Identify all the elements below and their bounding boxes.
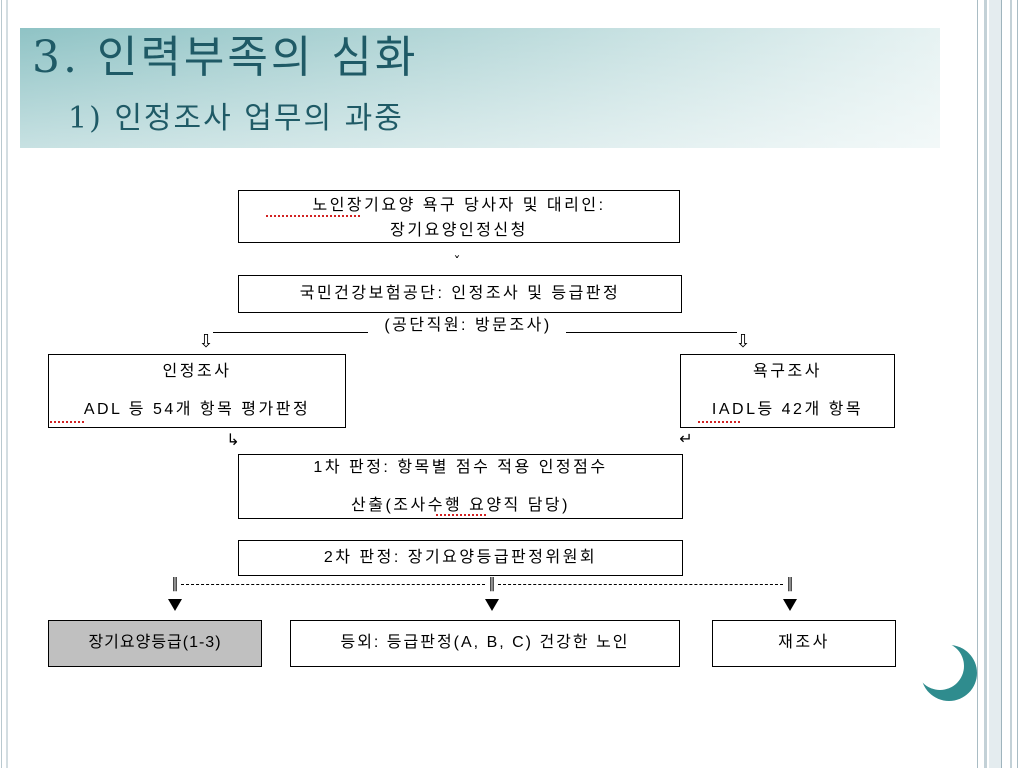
nhis-box: 국민건강보험공단: 인정조사 및 등급판정 [238, 275, 682, 313]
slide-title: 3. 인력부족의 심화 [32, 32, 419, 83]
right-frame-band [989, 0, 1001, 768]
certification-detail: ADL 등 54개 항목 평가판정 [83, 400, 311, 418]
spellcheck-underline [266, 215, 360, 217]
needs-title: 욕구조사 [753, 362, 822, 380]
first-judgment-box: 1차 판정: 항목별 점수 적용 인정점수 산출(조사수행 요양직 담당) [238, 454, 683, 519]
title-band: 3. 인력부족의 심화 1) 인정조사 업무의 과중 [20, 28, 940, 148]
outcome-reinvestigation-label: 재조사 [778, 634, 830, 651]
spellcheck-underline [50, 421, 84, 423]
merge-left-arrow-icon: ↳ [226, 430, 240, 449]
second-judgment-box: 2차 판정: 장기요양등급판정위원회 [238, 540, 683, 576]
right-frame-line [1017, 0, 1018, 768]
down-triangle-icon [168, 599, 182, 611]
down-arrow-left-icon: ⇩ [198, 331, 214, 352]
outcome-reinvestigation-box: 재조사 [712, 620, 896, 667]
right-frame-line [984, 0, 987, 768]
right-frame-line [1001, 0, 1002, 768]
outcome-grade-label: 장기요양등급(1-3) [88, 634, 222, 651]
small-down-arrow-icon: ˇ [453, 255, 461, 271]
spellcheck-underline [436, 514, 486, 516]
first-judgment-line-2: 산출(조사수행 요양직 담당) [351, 496, 570, 514]
needs-detail: IADL등 42개 항목 [711, 400, 864, 418]
outcome-ineligible-label: 등외: 등급판정(A, B, C) 건강한 노인 [340, 634, 630, 651]
split-mark-left: ‖ [171, 576, 179, 592]
left-frame-line [1, 0, 2, 768]
outcome-ineligible-box: 등외: 등급판정(A, B, C) 건강한 노인 [290, 620, 680, 667]
split-dashed-line-left [181, 584, 485, 585]
first-judgment-line-1: 1차 판정: 항목별 점수 적용 인정점수 [313, 458, 608, 476]
slide-subtitle: 1) 인정조사 업무의 과중 [68, 101, 404, 136]
outcome-grade-box: 장기요양등급(1-3) [48, 620, 262, 667]
accent-circle-icon [918, 642, 977, 701]
needs-box: 욕구조사 IADL등 42개 항목 [680, 354, 895, 428]
visit-note: (공단직원: 방문조사) [384, 317, 552, 334]
second-judgment-label: 2차 판정: 장기요양등급판정위원회 [323, 548, 598, 566]
application-line-2: 장기요양인정신청 [390, 221, 528, 239]
down-arrow-right-icon: ⇩ [735, 331, 751, 352]
merge-right-arrow-icon: ↵ [679, 429, 693, 448]
right-frame-line [1010, 0, 1012, 768]
certification-title: 인정조사 [162, 362, 232, 380]
split-mark-right: ‖ [786, 576, 794, 592]
split-dashed-line-right [498, 584, 783, 585]
certification-box: 인정조사 ADL 등 54개 항목 평가판정 [48, 354, 346, 428]
right-frame-line [977, 0, 978, 768]
branch-line-right [566, 332, 737, 333]
left-frame-line [6, 0, 8, 768]
spellcheck-underline [698, 421, 740, 423]
down-triangle-icon [783, 599, 797, 611]
down-triangle-icon [485, 599, 499, 611]
nhis-label: 국민건강보험공단: 인정조사 및 등급판정 [299, 284, 621, 302]
split-mark-center: ‖ [488, 576, 496, 592]
application-line-1: 노인장기요양 욕구 당사자 및 대리인: [312, 196, 606, 214]
branch-line-left [213, 332, 368, 333]
